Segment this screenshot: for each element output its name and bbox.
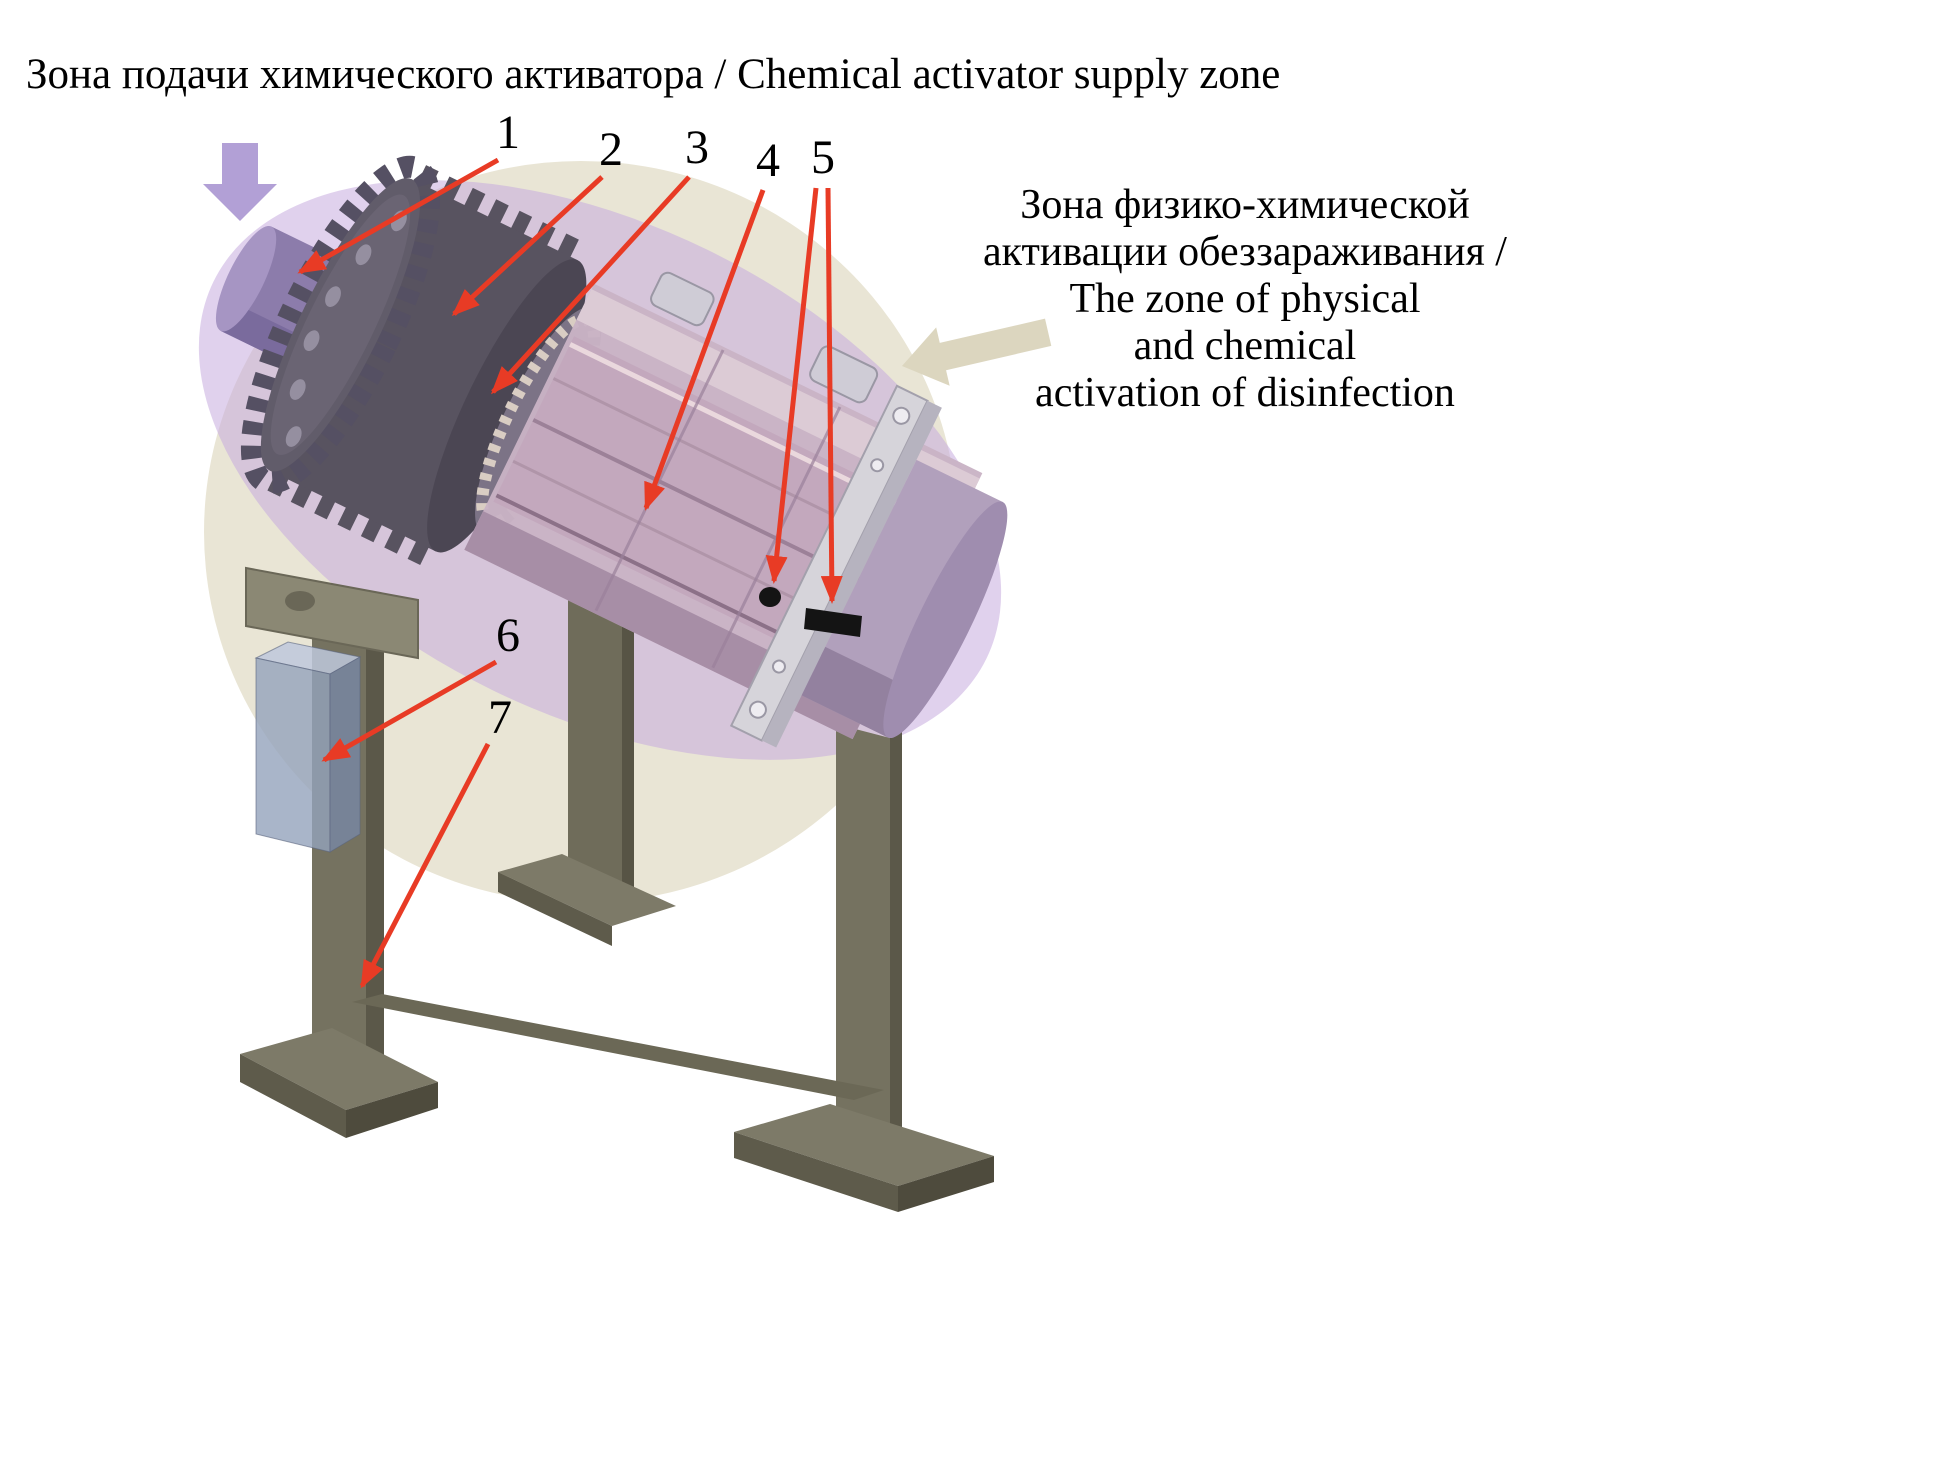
stand-left-foot-side: [346, 1082, 438, 1138]
stand-left-post-edge: [366, 606, 384, 1098]
flange-bolts: [748, 406, 911, 719]
right-zone-label-line: The zone of physical: [1069, 276, 1421, 322]
stand-right-foot-front: [734, 1132, 898, 1212]
callout-arrow-7: [359, 742, 491, 989]
callout-number-7: 7: [488, 691, 512, 744]
callout-number-2: 2: [599, 123, 623, 176]
sensor-ports: [759, 587, 862, 637]
callout-number-5: 5: [811, 131, 835, 184]
stand-center-post: [568, 600, 622, 900]
callout-number-6: 6: [496, 609, 520, 662]
end-flange-side: [761, 400, 942, 748]
stand-cross-beam: [352, 994, 884, 1100]
drum-teeth-bottom: [267, 472, 435, 568]
mount-bracket: [245, 566, 419, 660]
right-zone-label-line: activation of disinfection: [1035, 370, 1455, 416]
bracket-and-dosing-box: [245, 566, 419, 853]
lifting-lug-left: [650, 271, 715, 327]
zone-arrows: [203, 143, 1052, 386]
right-zone-label-line: активации обеззараживания /: [983, 229, 1507, 275]
bracket-hole: [285, 591, 315, 611]
stand-center-post-edge: [622, 608, 634, 900]
stand-right-foot-top: [734, 1104, 994, 1186]
callout-arrow-3: [490, 175, 691, 395]
callout-number-3: 3: [685, 121, 709, 174]
stand-right-post-edge: [890, 732, 902, 1152]
callout-number-1: 1: [496, 106, 520, 159]
gear-drum-teeth-ring: [240, 155, 440, 494]
gear-drum-face-inner: [270, 194, 411, 455]
stand-left-foot-front: [240, 1054, 346, 1138]
lifting-lug-right: [809, 345, 879, 404]
down-arrow-icon: [203, 143, 277, 221]
callout-arrow-1: [297, 157, 500, 275]
top-zone-label: Зона подачи химического активатора / Che…: [26, 51, 1281, 98]
right-zone-label: Зона физико-химической активации обеззар…: [965, 182, 1525, 417]
stand-center-foot-top: [498, 854, 676, 926]
sensor-port-dot: [759, 587, 781, 607]
callout-arrow-6: [321, 659, 498, 763]
left-arrow-icon: [902, 318, 1052, 386]
right-zone-label-line: Зона физико-химической: [1020, 182, 1470, 228]
stand: [240, 600, 994, 1212]
callout-number-4: 4: [756, 134, 780, 187]
callout-arrow-5: [765, 187, 819, 584]
outlet-stub-end: [883, 501, 1008, 739]
motor-cap-face: [215, 225, 277, 332]
stand-left-foot-top: [240, 1028, 438, 1110]
callout-arrow-2: [451, 175, 604, 317]
right-zone-label-line: and chemical: [1133, 323, 1357, 369]
sensor-port-slot: [804, 608, 862, 637]
stand-center-foot-front: [498, 872, 612, 946]
stand-right-foot-side: [898, 1156, 994, 1212]
stand-right-post: [836, 724, 890, 1152]
callout-arrow-4: [643, 189, 766, 511]
callout-arrow-5: [820, 187, 843, 604]
dosing-box-front: [255, 657, 331, 853]
